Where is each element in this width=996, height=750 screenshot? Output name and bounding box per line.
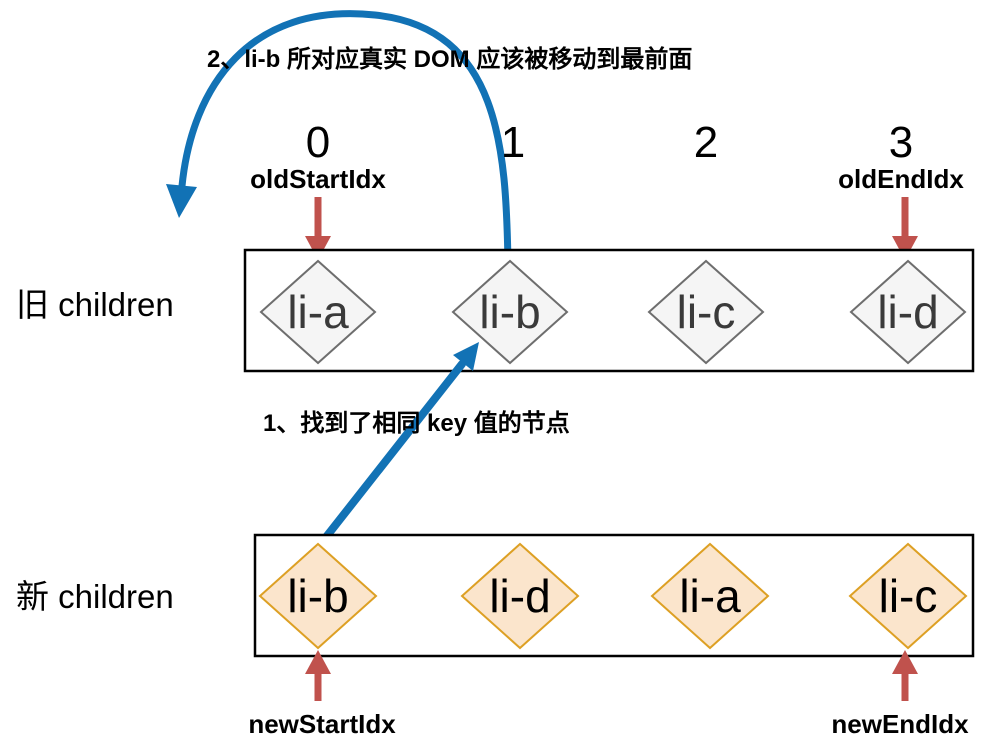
old-children-row: li-a li-b li-c li-d <box>243 248 975 373</box>
old-node-li-b-label: li-b <box>479 286 540 338</box>
new-start-pointer-label: newStartIdx <box>248 709 396 739</box>
new-end-arrowhead <box>892 650 918 674</box>
old-node-li-c-label: li-c <box>677 286 736 338</box>
index-numbers: 0 1 2 3 <box>306 118 913 167</box>
old-row-label: 旧 children <box>16 286 174 323</box>
index-number-2: 2 <box>694 118 718 167</box>
new-node-li-d-label: li-d <box>489 570 550 622</box>
match-arrowhead <box>453 342 479 371</box>
move-arc-arrowhead <box>166 184 197 218</box>
new-node-li-d: li-d <box>460 542 580 650</box>
new-node-li-a: li-a <box>650 542 770 650</box>
old-start-arrow <box>305 197 331 260</box>
new-end-pointer-label: newEndIdx <box>831 709 969 739</box>
old-node-li-c: li-c <box>647 259 765 365</box>
new-node-li-b-diamond <box>258 542 378 650</box>
new-node-li-b-label: li-b <box>287 570 348 622</box>
match-arrow-shaft <box>315 360 466 550</box>
new-node-li-c: li-c <box>848 542 968 650</box>
new-children-row: li-b li-d li-a li-c <box>253 533 975 658</box>
move-to-front-arc-arrow <box>166 10 512 267</box>
new-node-li-d-diamond <box>460 542 580 650</box>
old-end-arrow <box>892 197 918 260</box>
index-number-3: 3 <box>889 118 913 167</box>
index-number-0: 0 <box>306 118 330 167</box>
new-node-li-a-label: li-a <box>679 570 741 622</box>
old-node-li-d-label: li-d <box>877 286 938 338</box>
old-node-li-b-diamond <box>451 259 569 365</box>
old-node-li-d-diamond <box>849 259 967 365</box>
new-node-li-a-diamond <box>650 542 770 650</box>
old-end-pointer-label: oldEndIdx <box>838 164 964 194</box>
new-start-arrow <box>305 650 331 701</box>
old-node-li-a-diamond <box>259 259 377 365</box>
old-node-li-b: li-b <box>451 259 569 365</box>
old-start-pointer-label: oldStartIdx <box>250 164 386 194</box>
step1-annotation: 1、找到了相同 key 值的节点 <box>263 409 570 437</box>
new-node-li-b: li-b <box>258 542 378 650</box>
new-node-li-c-diamond <box>848 542 968 650</box>
old-node-li-c-diamond <box>647 259 765 365</box>
old-node-li-d: li-d <box>849 259 967 365</box>
index-number-1: 1 <box>501 118 525 167</box>
new-end-arrow <box>892 650 918 701</box>
old-node-li-a: li-a <box>259 259 377 365</box>
new-row-label: 新 children <box>16 578 174 615</box>
move-arc-path <box>178 10 512 267</box>
old-node-li-a-label: li-a <box>287 286 349 338</box>
new-start-arrowhead <box>305 650 331 674</box>
same-key-match-arrow <box>315 342 479 550</box>
old-end-arrowhead <box>892 236 918 260</box>
step2-annotation: 2、li-b 所对应真实 DOM 应该被移动到最前面 <box>207 45 692 73</box>
new-node-li-c-label: li-c <box>879 570 938 622</box>
old-start-arrowhead <box>305 236 331 260</box>
